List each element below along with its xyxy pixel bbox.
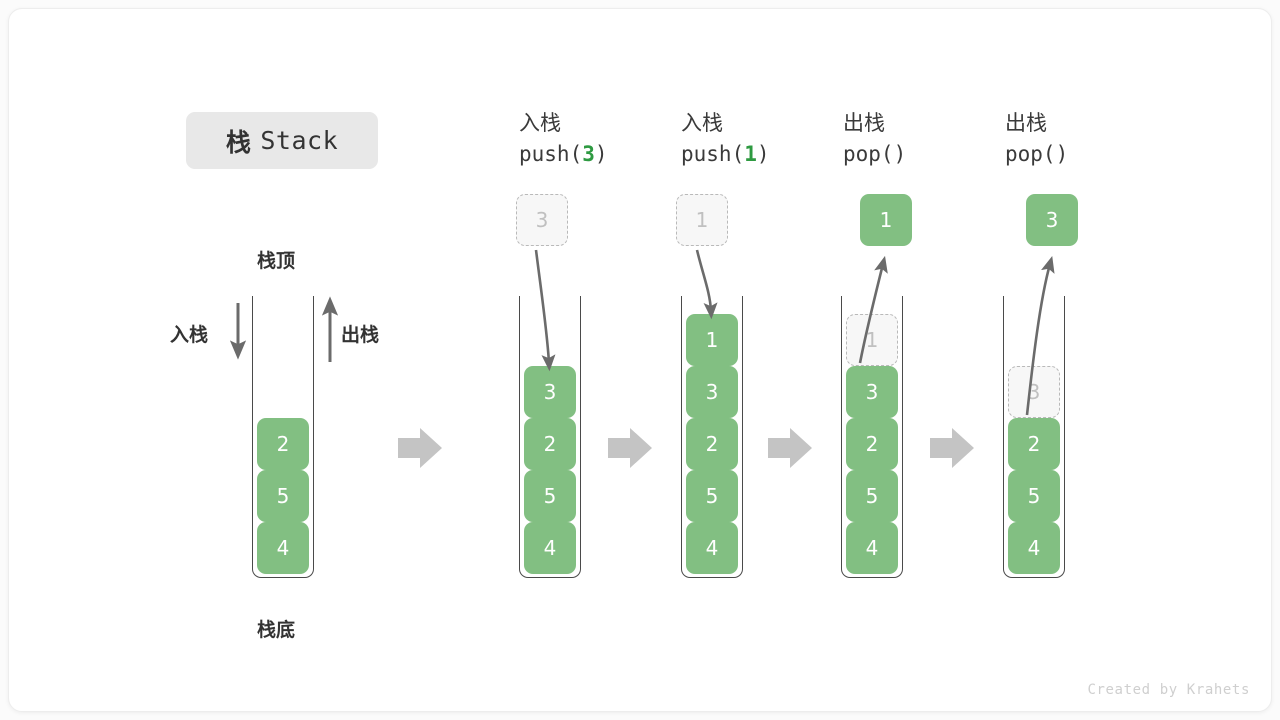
stack-cell: 3 <box>846 366 898 418</box>
stack-cell: 2 <box>686 418 738 470</box>
stack-cell-removed: 1 <box>846 314 898 366</box>
stack-cells: 4 5 2 3 1 <box>686 314 738 574</box>
stack-after-push-3: 4 5 2 3 <box>519 296 581 578</box>
step-header-code: pop() <box>843 142 907 166</box>
step-header-code: push(3) <box>519 142 608 166</box>
step-header-cn: 入栈 <box>519 111 561 135</box>
stack-cell: 4 <box>524 522 576 574</box>
stack-cell: 2 <box>846 418 898 470</box>
stack-cells: 4 5 2 3 <box>1008 366 1060 574</box>
push-arg-value: 3 <box>582 142 595 166</box>
step-header-push-1: 入栈 push(1) <box>681 108 831 170</box>
step-header-pop-1: 出栈 pop() <box>843 108 993 170</box>
push-direction-label: 入栈 <box>170 324 209 346</box>
stack-cell: 5 <box>257 470 309 522</box>
push-arg-value: 1 <box>744 142 757 166</box>
step-header-push-3: 入栈 push(3) <box>519 108 669 170</box>
stack-cell: 2 <box>257 418 309 470</box>
stack-cell: 4 <box>846 522 898 574</box>
stack-cell: 5 <box>1008 470 1060 522</box>
step-header-pop-3: 出栈 pop() <box>1005 108 1155 170</box>
stack-frame <box>681 296 743 578</box>
stack-cell: 5 <box>686 470 738 522</box>
stack-cell: 1 <box>686 314 738 366</box>
stack-cell: 4 <box>686 522 738 574</box>
stack-cell: 5 <box>846 470 898 522</box>
footer-credit: Created by Krahets <box>1087 682 1250 698</box>
stack-frame <box>1003 296 1065 578</box>
incoming-value-box-1: 1 <box>676 194 728 246</box>
title-cn: 栈 <box>225 127 252 157</box>
stack-cell: 4 <box>1008 522 1060 574</box>
pop-direction-label: 出栈 <box>341 324 380 346</box>
stack-cells: 4 5 2 3 <box>524 366 576 574</box>
stack-cell: 2 <box>524 418 576 470</box>
stack-frame <box>841 296 903 578</box>
stack-bottom-label: 栈底 <box>257 619 296 641</box>
stack-cell-removed: 3 <box>1008 366 1060 418</box>
stack-cell: 3 <box>524 366 576 418</box>
stack-frame <box>519 296 581 578</box>
stack-cell: 3 <box>686 366 738 418</box>
step-header-code: pop() <box>1005 142 1069 166</box>
stack-after-pop-3: 4 5 2 3 <box>1003 296 1065 578</box>
step-header-cn: 出栈 <box>1005 111 1047 135</box>
stack-after-pop-1: 4 5 2 3 1 <box>841 296 903 578</box>
stack-cells: 4 5 2 <box>257 418 309 574</box>
popped-value-box-3: 3 <box>1026 194 1078 246</box>
stack-cell: 4 <box>257 522 309 574</box>
popped-value-box-1: 1 <box>860 194 912 246</box>
stack-frame <box>252 296 314 578</box>
stack-top-label: 栈顶 <box>257 250 296 272</box>
step-header-code: push(1) <box>681 142 770 166</box>
stack-cell: 2 <box>1008 418 1060 470</box>
stack-cell: 5 <box>524 470 576 522</box>
step-header-cn: 出栈 <box>843 111 885 135</box>
title-en: Stack <box>260 126 339 155</box>
stack-after-push-1: 4 5 2 3 1 <box>681 296 743 578</box>
diagram-title-chip: 栈 Stack <box>186 112 378 169</box>
stack-initial: 4 5 2 <box>252 296 314 578</box>
incoming-value-box-3: 3 <box>516 194 568 246</box>
stack-cells: 4 5 2 3 1 <box>846 314 898 574</box>
step-header-cn: 入栈 <box>681 111 723 135</box>
